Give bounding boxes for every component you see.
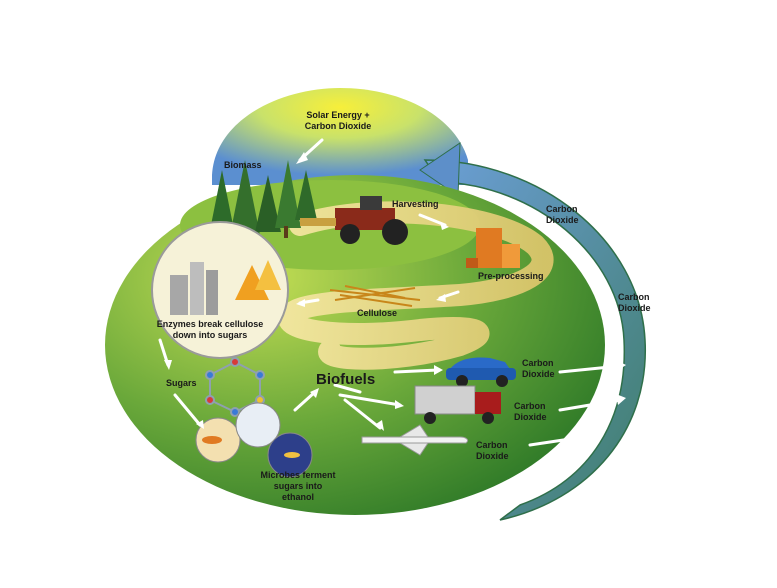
- truck-icon: [414, 385, 501, 424]
- co2-truck-line1: Carbon: [514, 401, 546, 411]
- co2-car-line2: Dioxide: [522, 369, 555, 379]
- microbes-icon: [195, 402, 313, 478]
- sugars-label: Sugars: [166, 378, 197, 388]
- cellulose-icon: [329, 285, 421, 307]
- carbon-dioxide-ring: [423, 159, 646, 521]
- co2-plane-line1: Carbon: [476, 440, 508, 450]
- cellulose-label: Cellulose: [357, 308, 397, 318]
- airplane-icon: [361, 424, 469, 456]
- co2-ring-top-line1: Carbon: [546, 204, 578, 214]
- co2-plane-line2: Dioxide: [476, 451, 509, 461]
- microbes-label-line1: Microbes ferment: [260, 470, 335, 480]
- solar-label-line1: Solar Energy +: [306, 110, 369, 120]
- enzyme-factory-icon: [151, 221, 289, 359]
- harvesting-label: Harvesting: [392, 199, 439, 209]
- preprocessing-label: Pre-processing: [478, 271, 544, 281]
- biomass-trees: [210, 160, 317, 242]
- biomass-label: Biomass: [224, 160, 262, 170]
- winding-path: [277, 201, 554, 370]
- co2-ring-top-line2: Dioxide: [546, 215, 579, 225]
- ring-arrowhead: [419, 142, 461, 197]
- preprocessing-icon: [466, 228, 520, 268]
- co2-car-line1: Carbon: [522, 358, 554, 368]
- co2-ring-side-line1: Carbon: [618, 292, 650, 302]
- microbes-label-line3: ethanol: [282, 492, 314, 502]
- car-icon: [446, 357, 516, 387]
- enzymes-label-line1: Enzymes break cellulose: [157, 319, 264, 329]
- biofuels-label: Biofuels: [316, 371, 375, 388]
- tractor-icon: [300, 196, 408, 245]
- microbes-label-line2: sugars into: [274, 481, 323, 491]
- arrowheads: [164, 152, 626, 441]
- co2-ring-side-line2: Dioxide: [618, 303, 651, 313]
- co2-truck-line2: Dioxide: [514, 412, 547, 422]
- enzymes-label-line2: down into sugars: [173, 330, 248, 340]
- sky-dome: [212, 88, 468, 185]
- solar-label-line2: Carbon Dioxide: [305, 121, 372, 131]
